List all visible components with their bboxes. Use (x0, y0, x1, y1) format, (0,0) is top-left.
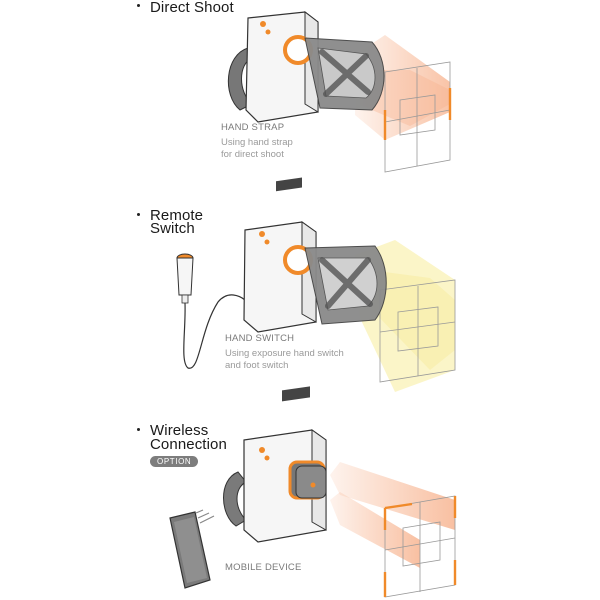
bullet-dot (137, 428, 140, 431)
caption-line: Using exposure hand switch (225, 348, 344, 359)
remote-switch-icon (176, 253, 246, 369)
caption-line: Using hand strap (221, 137, 293, 148)
section-remote-switch: Remote Switch HAND SWITCH Using exposure… (0, 177, 600, 400)
wireless-signal-icon (195, 509, 215, 524)
caption-heading: HAND SWITCH (225, 333, 295, 344)
direct-shoot-illustration (227, 10, 452, 173)
mobile-phone-icon (169, 511, 211, 589)
caption-heading: MOBILE DEVICE (225, 562, 302, 573)
caption-line: and foot switch (225, 360, 289, 371)
xray-beam (330, 492, 420, 568)
bullet-dot (137, 213, 140, 216)
xray-device-icon (243, 386, 327, 543)
section-wireless-connection: Wireless Connection OPTION MOBILE DEVICE (0, 386, 600, 600)
section-title-line: Remote (150, 207, 204, 224)
target-frame-icon (379, 279, 456, 383)
section-title-line: Switch (150, 220, 195, 237)
hand-strap-icon (223, 471, 247, 527)
xray-beam (330, 462, 455, 530)
caption-line: for direct shoot (221, 149, 284, 160)
wireless-illustration (169, 386, 457, 598)
option-badge: OPTION (150, 456, 199, 467)
xray-device-icon (245, 10, 319, 123)
section-title-line: Wireless (150, 422, 209, 439)
section-direct-shoot: Direct Shoot HAND STRAP Using hand strap… (0, 0, 600, 200)
section-title-line: Connection (150, 436, 227, 453)
xray-device-icon (243, 177, 317, 333)
caption-heading: HAND STRAP (221, 122, 285, 133)
remote-switch-illustration (176, 177, 456, 392)
bullet-dot (137, 4, 140, 7)
hand-strap-icon (227, 47, 253, 111)
section-title: Direct Shoot (150, 0, 234, 16)
